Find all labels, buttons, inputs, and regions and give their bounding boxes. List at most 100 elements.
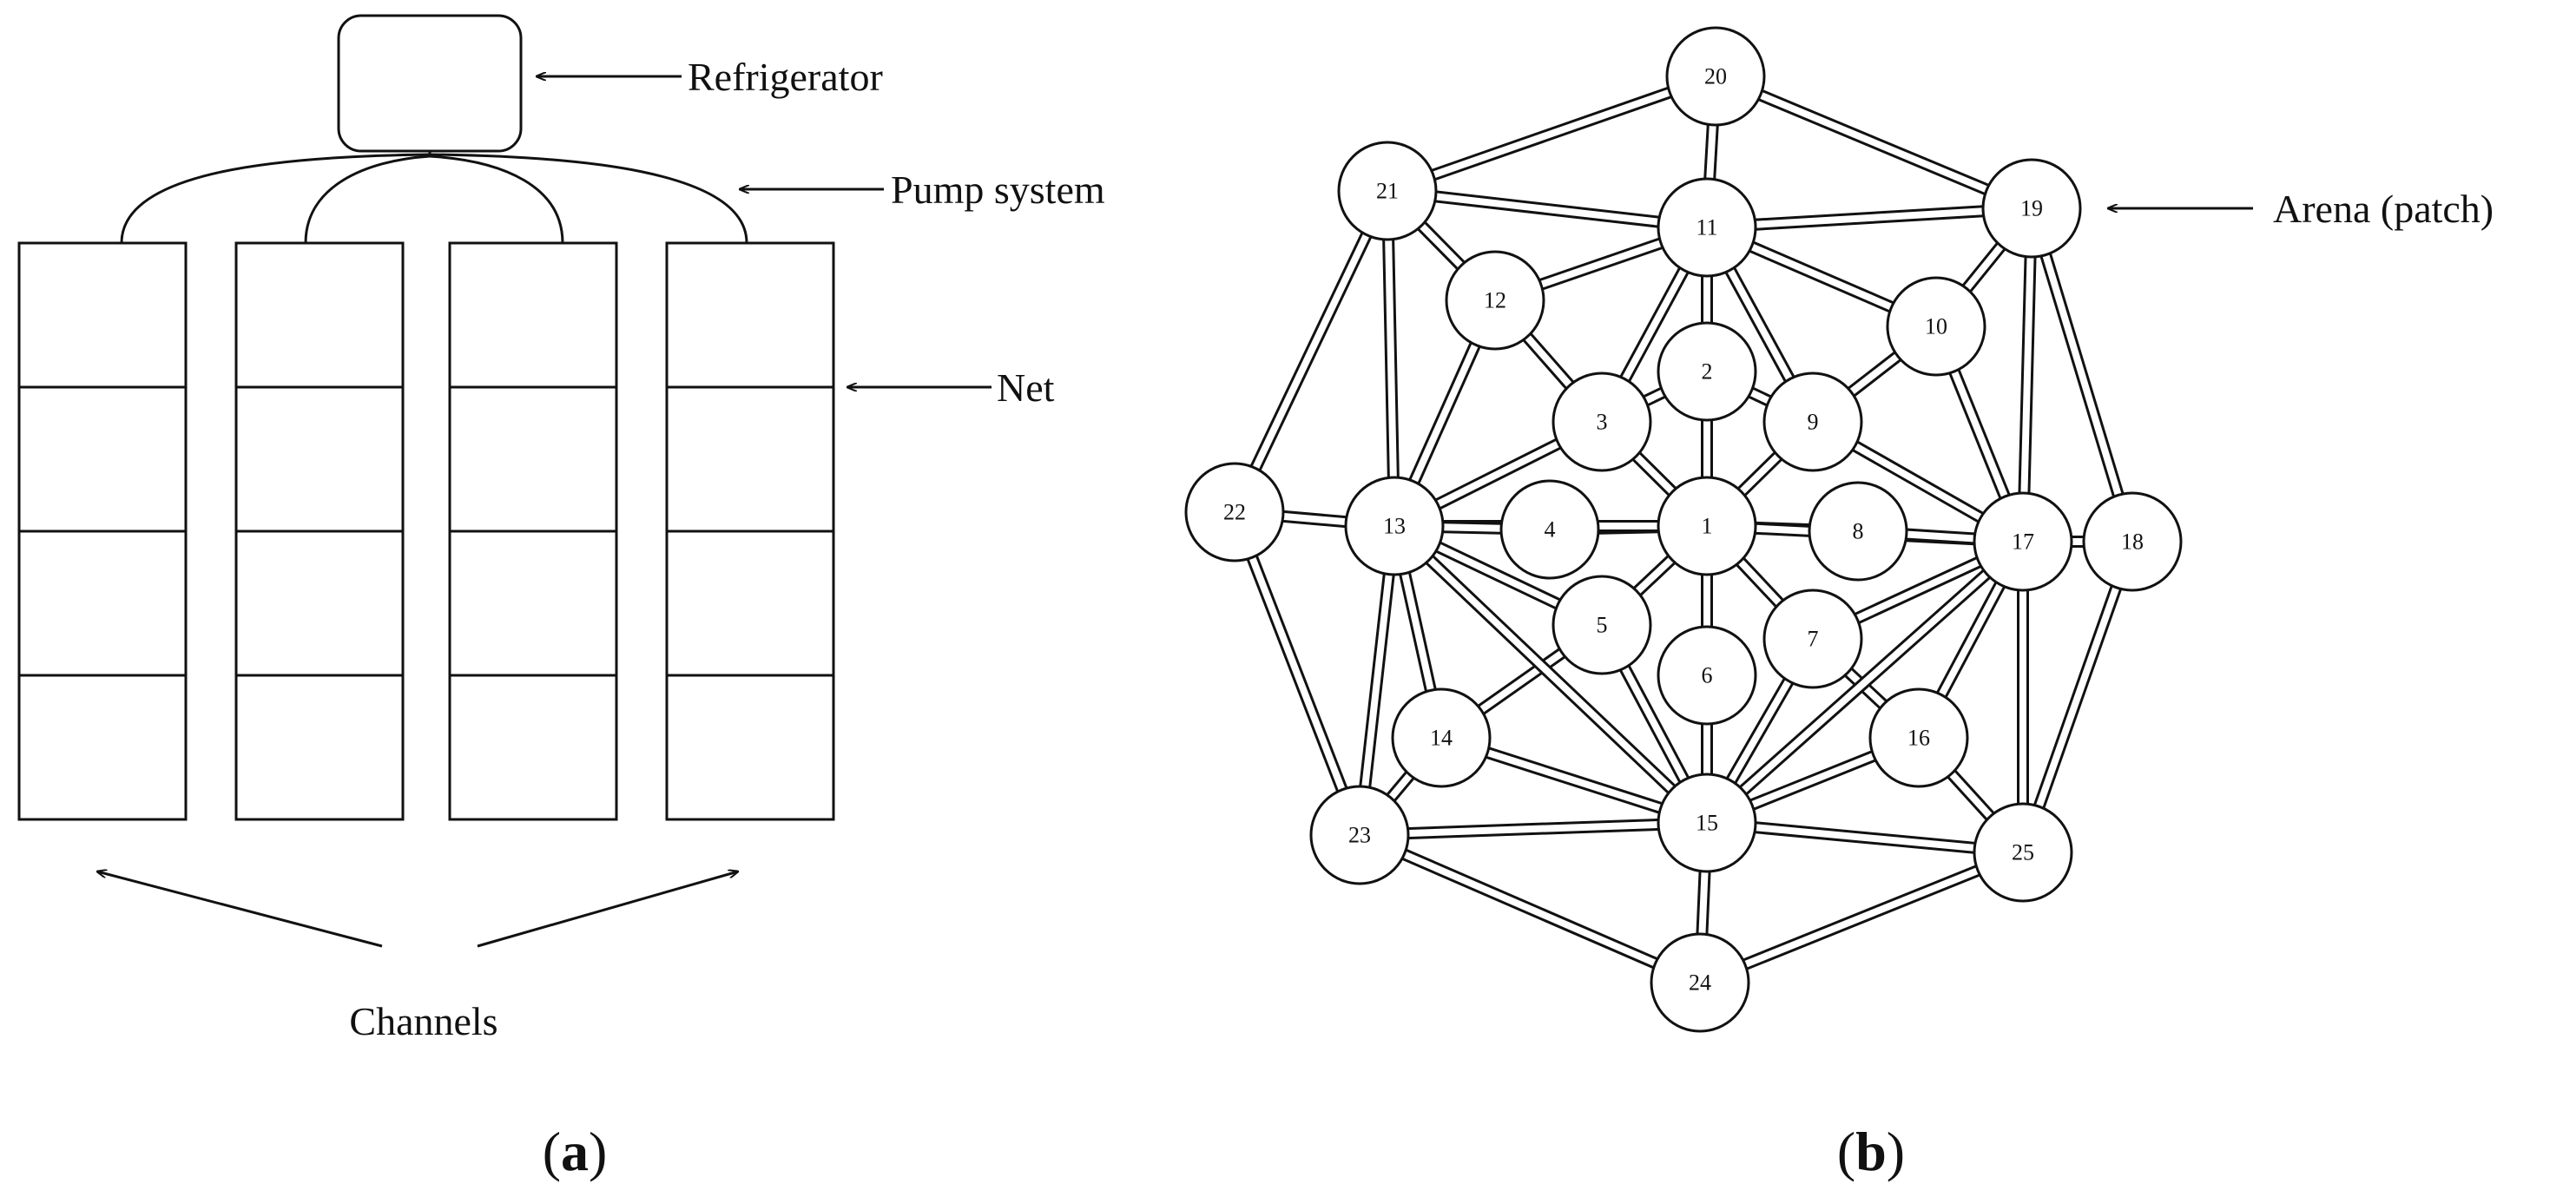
panel-a-caption: (a) [543, 1121, 608, 1182]
node-label: 12 [1484, 288, 1506, 313]
channels-arrow-right [477, 871, 738, 948]
net-cell [17, 241, 188, 389]
graph-node: 14 [1391, 687, 1492, 788]
graph-edge [1385, 70, 1718, 197]
channels [17, 241, 835, 821]
net-cell [234, 529, 405, 677]
channel [665, 241, 835, 821]
graph-node: 25 [1973, 802, 2073, 903]
net-cell [448, 385, 618, 533]
node-circle [1650, 932, 1750, 1033]
channels-arrow-left [97, 871, 383, 948]
net-cell [665, 385, 835, 533]
channel [234, 241, 405, 821]
refrigerator-label: Refrigerator [688, 55, 883, 99]
channel [17, 241, 188, 821]
node-circle [1184, 462, 1285, 562]
node-circle [2082, 491, 2183, 592]
graph-edge [1354, 525, 1400, 836]
graph-node: 18 [2082, 491, 2183, 592]
graph-node: 13 [1344, 476, 1445, 576]
node-circle [1309, 785, 1410, 885]
node-label: 16 [1907, 726, 1930, 751]
node-circle [1657, 625, 1757, 726]
graph-node: 15 [1657, 773, 1757, 873]
node-circle [1552, 372, 1652, 472]
graph-node: 24 [1650, 932, 1750, 1033]
graph-edge [2017, 539, 2138, 855]
net-cell [448, 529, 618, 677]
graph-edge [1703, 536, 2027, 828]
net-cell [665, 241, 835, 389]
node-label: 18 [2121, 529, 2144, 555]
node-circle [1808, 481, 1908, 582]
net-cell [234, 385, 405, 533]
graph-edge [1387, 185, 1708, 233]
node-circle [1981, 158, 2082, 259]
graph-node: 10 [1886, 276, 1986, 377]
graph-edge [1713, 70, 2034, 214]
graph-node: 16 [1868, 687, 1969, 788]
node-label: 20 [1704, 64, 1727, 89]
node-label: 10 [1925, 314, 1947, 339]
node-circle [1973, 491, 2073, 592]
node-circle [1657, 773, 1757, 873]
net-cell [234, 674, 405, 821]
node-circle [1868, 687, 1969, 788]
node-circle [1665, 26, 1766, 127]
node-circle [1445, 250, 1545, 351]
channels-label: Channels [349, 999, 497, 1043]
panel-b-caption-letter: b [1855, 1121, 1887, 1182]
panel-b-caption: (b) [1837, 1121, 1905, 1182]
net-cell [665, 529, 835, 677]
node-circle [1973, 802, 2073, 903]
node-label: 24 [1689, 970, 1711, 996]
pump-system-label: Pump system [891, 168, 1105, 212]
node-label: 1 [1702, 514, 1713, 539]
net-cell [665, 674, 835, 821]
graph-edge [1229, 510, 1366, 838]
node-label: 6 [1702, 663, 1713, 688]
panel-a: Refrigerator Pump system Net Channels (a… [17, 14, 1105, 1182]
node-label: 13 [1383, 514, 1406, 539]
node-label: 14 [1430, 726, 1453, 751]
node-label: 15 [1696, 811, 1718, 836]
graph-node: 2 [1657, 321, 1757, 422]
graph-edge [1697, 846, 2026, 989]
graph-node: 9 [1762, 372, 1863, 472]
node-circle [1344, 476, 1445, 576]
graph-node: 22 [1184, 462, 1285, 562]
node-circle [1657, 321, 1757, 422]
panel-a-caption-letter: a [561, 1121, 589, 1182]
node-label: 7 [1808, 627, 1819, 652]
graph-node: 1 [1657, 476, 1757, 576]
refrigerator-box [337, 14, 523, 153]
net-cell [448, 674, 618, 821]
node-label: 9 [1808, 410, 1819, 435]
graph-node: 8 [1808, 481, 1908, 582]
graph-edge [1357, 829, 1703, 989]
pump-system-pipes [120, 151, 748, 244]
node-circle [1499, 479, 1600, 580]
node-circle [1552, 575, 1652, 675]
node-circle [1657, 476, 1757, 576]
graph-edge [2017, 207, 2038, 543]
graph-node: 4 [1499, 479, 1600, 580]
graph-node: 6 [1657, 625, 1757, 726]
node-label: 8 [1853, 519, 1864, 544]
graph-edge [1229, 187, 1393, 516]
node-label: 4 [1545, 517, 1556, 543]
graph-node: 12 [1445, 250, 1545, 351]
graph-node: 21 [1337, 141, 1438, 241]
net-cell [17, 385, 188, 533]
node-label: 22 [1223, 500, 1246, 525]
net-label: Net [997, 365, 1055, 410]
graph-edge [1706, 817, 2024, 858]
graph-node: 19 [1981, 158, 2082, 259]
net-cell [17, 529, 188, 677]
node-label: 21 [1376, 179, 1399, 204]
node-label: 25 [2012, 840, 2034, 865]
